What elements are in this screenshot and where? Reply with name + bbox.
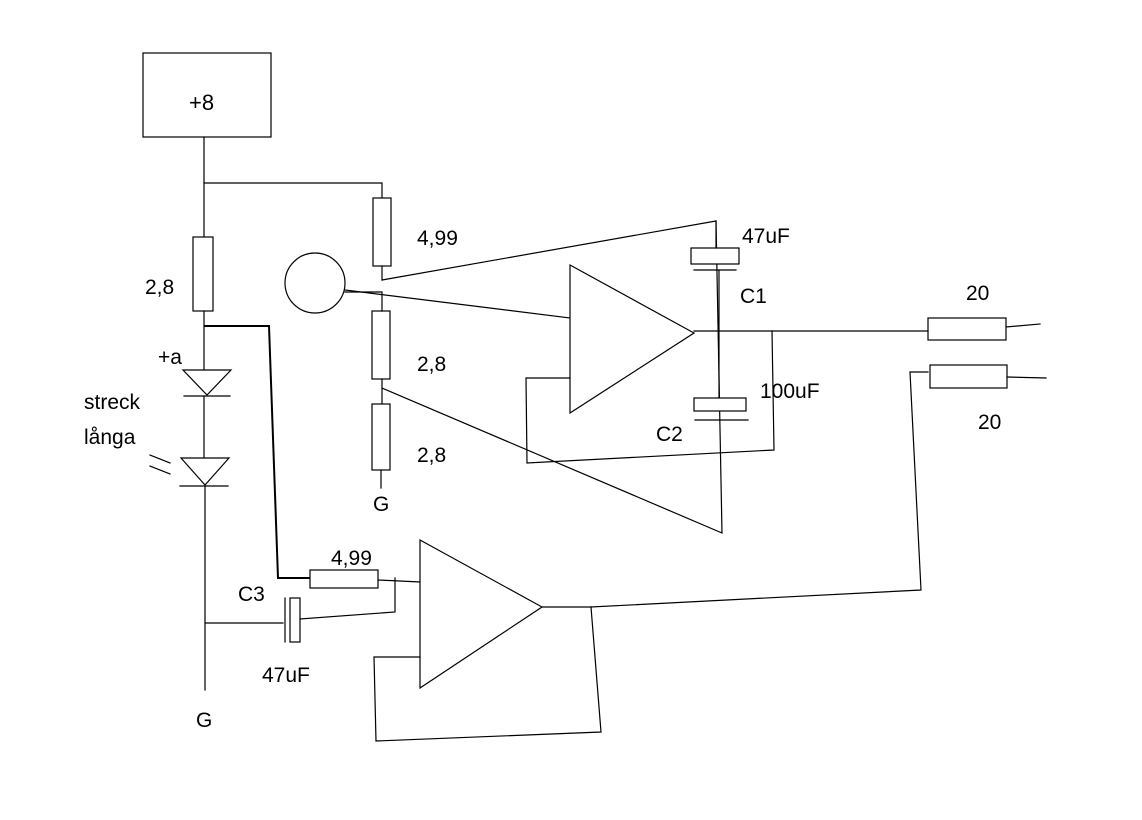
wire (1006, 376, 1047, 379)
resistor-2-8-low (371, 403, 391, 471)
supply-label: +8 (189, 90, 215, 115)
resistor-20-top (927, 317, 1007, 341)
supply-block (142, 52, 272, 138)
capacitor-label: 100uF (760, 380, 820, 403)
node-label: +a (158, 346, 182, 369)
c1-plate-box (690, 247, 740, 265)
resistor-label: 2,8 (417, 353, 447, 376)
resistor-4-99-bottom (309, 569, 379, 589)
c2-plate-box (693, 397, 747, 412)
led-diode (179, 457, 231, 486)
capacitor-label: 47uF (742, 225, 790, 248)
resistor-4-99-top (372, 197, 392, 267)
diode-1 (181, 369, 233, 396)
resistor-label: 20 (978, 411, 1002, 434)
ground-label: G (373, 493, 390, 516)
wire (344, 289, 571, 319)
resistor-label: 4,99 (417, 227, 458, 250)
c3-plate-box (289, 597, 301, 643)
wire (381, 220, 717, 281)
light-ray (149, 465, 171, 475)
resistor-label: 2,8 (417, 444, 447, 467)
resistor-2-8-left (192, 236, 214, 312)
amplifier-top (569, 263, 696, 415)
feedback-wire (525, 330, 775, 464)
wire (203, 182, 383, 199)
feedback-wire (373, 606, 602, 742)
wire (1005, 323, 1041, 328)
resistor-20-bottom (929, 364, 1008, 389)
capacitor-label: 47uF (262, 664, 310, 687)
resistor-label: 20 (966, 282, 990, 305)
capacitor-label: C3 (238, 583, 265, 606)
sensor-circle (284, 252, 346, 314)
amplifier-bottom (419, 538, 544, 690)
wire (204, 325, 310, 579)
light-ray (149, 454, 171, 464)
wire (381, 220, 723, 534)
ground-label: G (196, 709, 213, 732)
wire (590, 371, 929, 608)
wire (377, 579, 421, 583)
note-label: långa (84, 426, 136, 449)
wire (299, 577, 396, 620)
resistor-label: 4,99 (331, 547, 372, 570)
capacitor-label: C1 (740, 285, 767, 308)
capacitor-label: C2 (656, 423, 683, 446)
resistor-2-8-mid (371, 310, 391, 380)
resistor-label: 2,8 (145, 276, 175, 299)
note-label: streck (84, 391, 141, 414)
wire (344, 291, 383, 312)
